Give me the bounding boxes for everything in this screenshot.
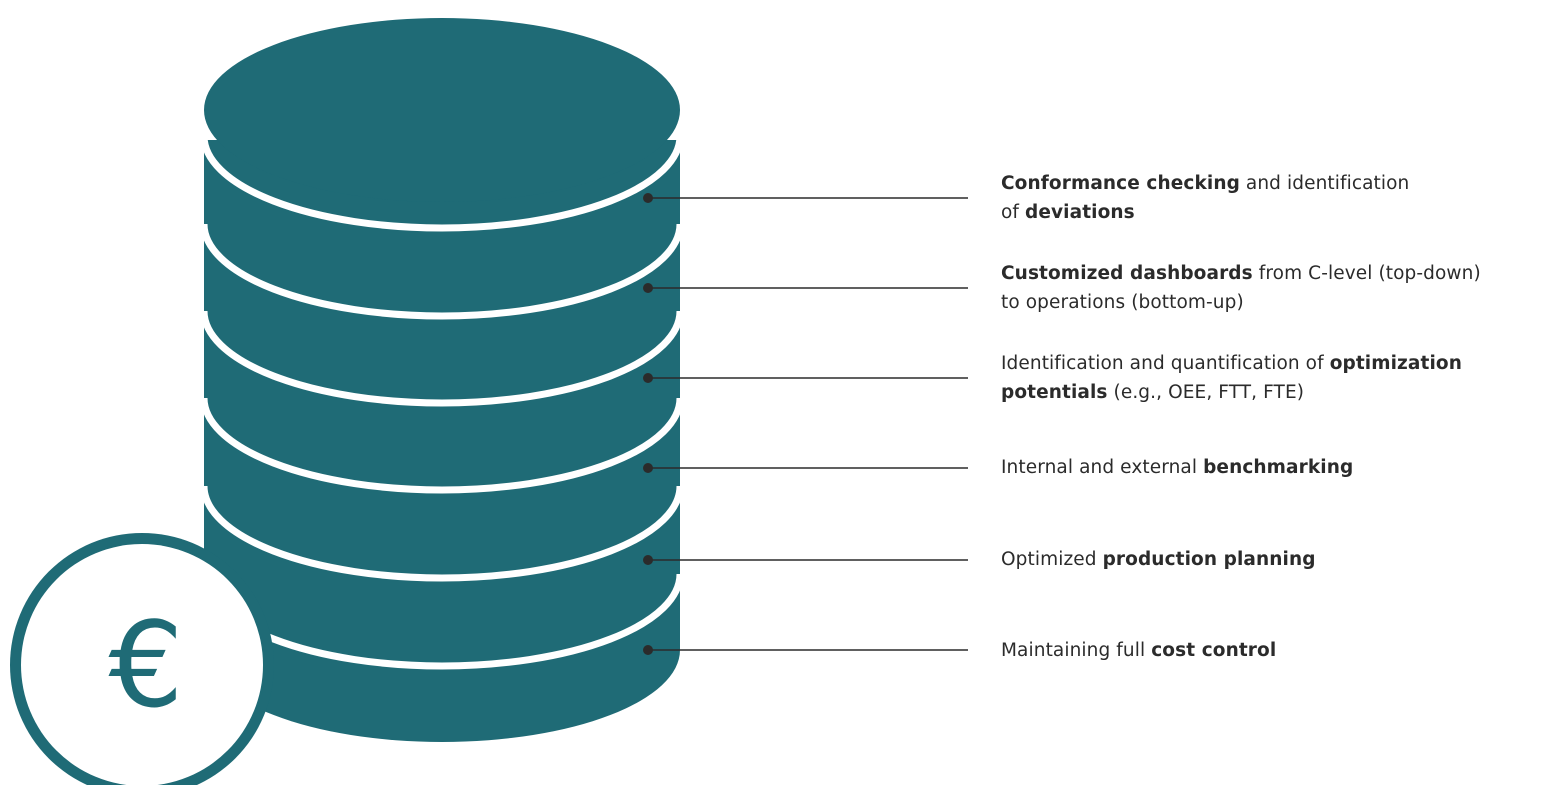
feature-item-5-line1: Optimized production planning	[1001, 545, 1316, 574]
keyword-text: cost control	[1151, 640, 1277, 661]
keyword-text: benchmarking	[1203, 457, 1354, 478]
connector-lines	[643, 193, 968, 655]
plain-text: (e.g., OEE, FTT, FTE)	[1107, 382, 1305, 403]
keyword-text: deviations	[1025, 202, 1135, 223]
connector-dot-6	[643, 645, 653, 655]
feature-item-1-line1: Conformance checking and identification	[1001, 169, 1409, 198]
cylinder-top	[204, 18, 680, 202]
cylinder-body	[204, 140, 680, 742]
feature-item-3: Identification and quantification of opt…	[1001, 349, 1462, 407]
plain-text: from C-level (top-down)	[1252, 263, 1481, 284]
feature-item-4: Internal and external benchmarking	[1001, 453, 1353, 482]
connector-dot-3	[643, 373, 653, 383]
coin-face	[21, 544, 263, 785]
keyword-text: production planning	[1102, 549, 1316, 570]
feature-item-4-line1: Internal and external benchmarking	[1001, 453, 1353, 482]
disk-separator	[200, 135, 684, 232]
plain-text: of	[1001, 202, 1026, 223]
disk-separator	[200, 310, 684, 407]
plain-text: and identification	[1239, 173, 1410, 194]
keyword-text: Customized dashboards	[1001, 263, 1253, 284]
plain-text: Maintaining full	[1001, 640, 1152, 661]
disk-separator	[200, 397, 684, 494]
euro-coin-icon: €	[10, 533, 274, 785]
feature-item-1-line2: of deviations	[1001, 198, 1409, 227]
connector-dot-2	[643, 283, 653, 293]
connector-dot-5	[643, 555, 653, 565]
keyword-text: Conformance checking	[1001, 173, 1240, 194]
plain-text: to operations (bottom-up)	[1001, 292, 1244, 313]
connector-dot-1	[643, 193, 653, 203]
feature-item-3-line1: Identification and quantification of opt…	[1001, 349, 1462, 378]
feature-item-6-line1: Maintaining full cost control	[1001, 636, 1276, 665]
disk-separator	[200, 485, 684, 582]
feature-item-5: Optimized production planning	[1001, 545, 1316, 574]
keyword-text: potentials	[1001, 382, 1108, 403]
database-stack-icon	[200, 18, 684, 742]
keyword-text: optimization	[1329, 353, 1462, 374]
plain-text: Identification and quantification of	[1001, 353, 1330, 374]
plain-text: Internal and external	[1001, 457, 1204, 478]
feature-item-2-line1: Customized dashboards from C-level (top-…	[1001, 259, 1481, 288]
feature-item-3-line2: potentials (e.g., OEE, FTT, FTE)	[1001, 378, 1462, 407]
disk-separator	[200, 223, 684, 320]
feature-item-2-line2: to operations (bottom-up)	[1001, 288, 1481, 317]
feature-item-2: Customized dashboards from C-level (top-…	[1001, 259, 1481, 317]
plain-text: Optimized	[1001, 549, 1103, 570]
connector-dot-4	[643, 463, 653, 473]
euro-symbol: €	[108, 596, 183, 734]
feature-item-6: Maintaining full cost control	[1001, 636, 1276, 665]
